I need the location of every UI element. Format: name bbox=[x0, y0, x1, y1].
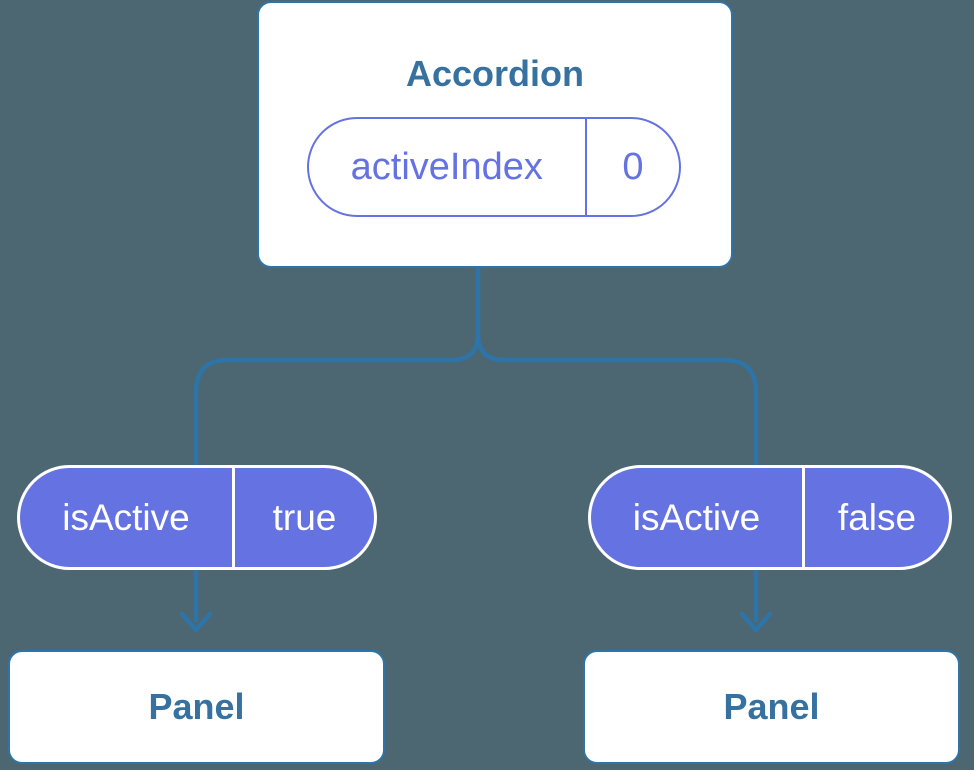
panel-node-right: Panel bbox=[583, 650, 960, 764]
prop-pill-is-active-false: isActive false bbox=[588, 465, 952, 570]
accordion-node: Accordion activeIndex 0 bbox=[257, 1, 733, 268]
state-pill: activeIndex 0 bbox=[307, 117, 681, 217]
tree-branch-left-line bbox=[193, 331, 481, 623]
panel-label: Panel bbox=[723, 686, 820, 727]
prop-pill-name: isActive bbox=[62, 496, 190, 538]
tree-branch-right-line bbox=[475, 331, 759, 623]
prop-pill-divider bbox=[802, 468, 805, 567]
panel-label: Panel bbox=[148, 686, 245, 727]
state-pill-value: 0 bbox=[622, 145, 644, 188]
state-pill-name: activeIndex bbox=[350, 145, 543, 188]
panel-node-left: Panel bbox=[8, 650, 385, 764]
arrow-down-right-icon bbox=[739, 611, 773, 633]
state-pill-divider bbox=[584, 119, 587, 215]
prop-pill-value: true bbox=[272, 496, 337, 538]
arrow-down-left-icon bbox=[179, 611, 213, 633]
prop-pill-is-active-true: isActive true bbox=[17, 465, 377, 570]
accordion-title: Accordion bbox=[405, 53, 584, 94]
prop-pill-value: false bbox=[837, 496, 917, 538]
prop-pill-name: isActive bbox=[632, 496, 761, 538]
prop-pill-divider bbox=[232, 468, 235, 567]
